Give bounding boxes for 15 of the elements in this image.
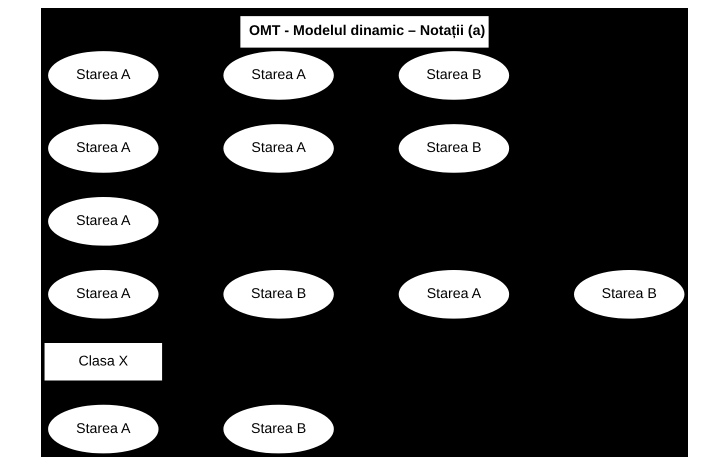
node-ellipse: Starea A — [48, 51, 158, 100]
node-ellipse: Starea B — [222, 270, 334, 319]
node-ellipse: Starea A — [222, 124, 334, 173]
node-ellipse: Starea B — [574, 270, 684, 319]
node-box: Clasa X — [44, 342, 162, 380]
node-ellipse: Starea B — [398, 51, 509, 100]
node-ellipse: Starea A — [48, 197, 158, 246]
node-ellipse: Starea A — [48, 270, 158, 319]
node-ellipse: Starea A — [222, 51, 334, 100]
node-ellipse: Starea A — [48, 404, 158, 454]
node-ellipse: Starea A — [48, 124, 158, 173]
node-ellipse: Starea B — [398, 124, 509, 173]
node-ellipse: Starea B — [222, 404, 334, 454]
diagram-title: OMT - Modelul dinamic – Notații (a) — [248, 23, 485, 40]
node-ellipse: Starea A — [398, 270, 509, 319]
